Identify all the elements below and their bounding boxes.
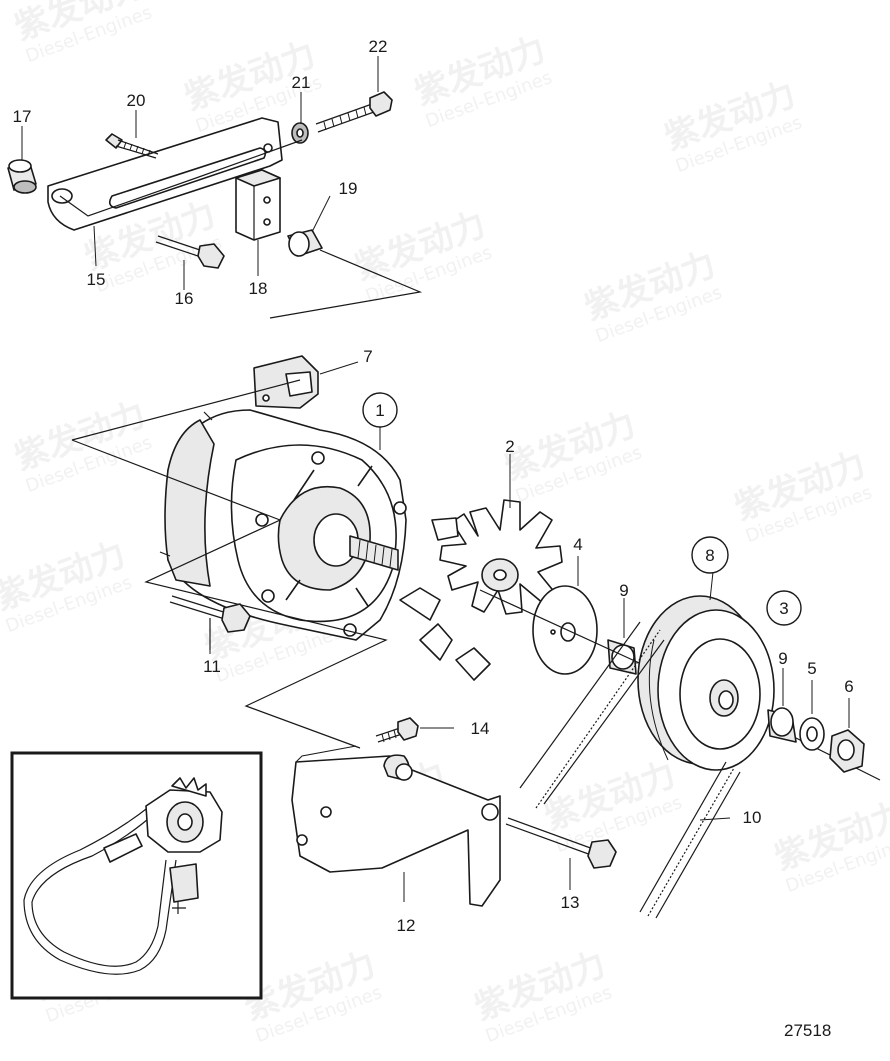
bolt-13 <box>505 817 617 869</box>
callout-7: 7 <box>363 347 372 366</box>
callout-16: 16 <box>175 289 194 308</box>
bearing-9 <box>607 639 637 675</box>
bracket-15 <box>47 117 283 231</box>
alignment-line <box>71 439 388 749</box>
callout-circle-3 <box>766 590 802 626</box>
figure-number: 27518 <box>784 1021 831 1040</box>
drive-belt-10 <box>519 621 741 919</box>
upper-bracket-assembly <box>7 91 423 319</box>
callout-circle-1 <box>362 392 398 428</box>
callout-14: 14 <box>471 719 490 738</box>
callout-18: 18 <box>249 279 268 298</box>
callout-10: 10 <box>743 808 762 827</box>
callout-5: 5 <box>807 659 816 678</box>
callout-17: 17 <box>13 107 32 126</box>
callout-9a: 9 <box>619 581 628 600</box>
screw-14 <box>375 717 419 743</box>
callout-20: 20 <box>127 91 146 110</box>
callout-8: 8 <box>705 546 714 565</box>
block-18 <box>235 169 281 241</box>
callout-22: 22 <box>369 37 388 56</box>
callout-3: 3 <box>779 599 788 618</box>
callout-1: 1 <box>375 401 384 420</box>
washer-plate-4 <box>532 585 598 675</box>
bearing-9b <box>767 707 797 743</box>
callout-6: 6 <box>844 677 853 696</box>
fan-2 <box>399 499 563 681</box>
callout-12: 12 <box>397 916 416 935</box>
nut-6 <box>829 729 865 773</box>
screw-20 <box>105 133 159 159</box>
washer-21 <box>291 122 309 144</box>
callout-9b: 9 <box>778 649 787 668</box>
callout-2: 2 <box>505 437 514 456</box>
bolt-22 <box>315 91 393 133</box>
lower-bracket-12 <box>291 745 501 907</box>
callout-19: 19 <box>339 179 358 198</box>
callout-circle-8 <box>691 536 729 574</box>
callout-21: 21 <box>292 73 311 92</box>
spacer-17 <box>7 159 37 194</box>
alignment-line <box>71 379 301 441</box>
spacer-19 <box>287 229 323 257</box>
inset-belt-routing <box>10 751 263 1000</box>
callout-leaders <box>21 56 850 902</box>
callout-11: 11 <box>203 657 221 676</box>
callout-13: 13 <box>561 893 580 912</box>
pulley-3 <box>637 595 775 771</box>
washer-5 <box>799 717 825 751</box>
bolt-11 <box>169 595 251 650</box>
callout-15: 15 <box>87 270 106 289</box>
callout-4: 4 <box>573 535 582 554</box>
bolt-16 <box>155 235 225 269</box>
voltage-regulator-7 <box>253 355 319 409</box>
alternator-1 <box>159 409 407 641</box>
